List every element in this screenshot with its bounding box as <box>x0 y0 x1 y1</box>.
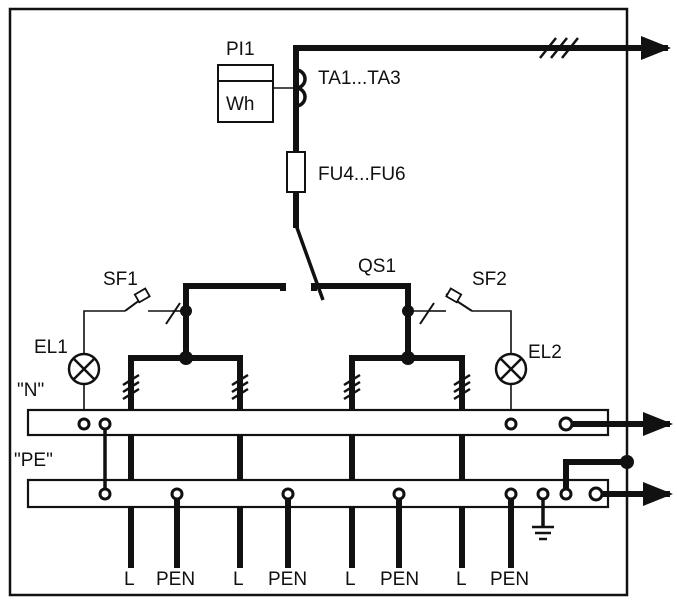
lamp-el2 <box>494 352 528 418</box>
lamp-el2-label: EL2 <box>528 342 562 363</box>
pe-bus-label: "PE" <box>14 450 53 471</box>
lamp-el1-label: EL1 <box>34 337 68 358</box>
energy-meter <box>217 64 274 123</box>
output-1-pen-label: PEN <box>156 569 195 590</box>
output-4-pen-label: PEN <box>490 569 529 590</box>
breaker-sf1-contact <box>124 287 151 312</box>
left-distribution-group <box>83 283 286 568</box>
output-2-pen-label: PEN <box>268 569 307 590</box>
output-1-line-label: L <box>124 569 135 590</box>
three-phase-tick-marks <box>539 37 579 59</box>
output-3-pen-label: PEN <box>380 569 419 590</box>
lamp-el1 <box>67 352 101 418</box>
pen-wires <box>174 491 514 568</box>
meter-label: PI1 <box>226 39 255 60</box>
meter-unit-label: Wh <box>226 94 255 115</box>
fuse-symbol <box>286 151 306 193</box>
fuse-label: FU4...FU6 <box>318 164 406 185</box>
current-transformer-label: TA1...TA3 <box>318 68 401 89</box>
output-4-line-label: L <box>456 569 467 590</box>
incoming-feeder <box>293 36 671 228</box>
terminals <box>77 416 604 502</box>
output-3-line-label: L <box>345 569 356 590</box>
breaker-sf2-label: SF2 <box>472 269 507 290</box>
neutral-bus-label: "N" <box>17 380 44 401</box>
current-transformer-symbol <box>272 68 307 108</box>
switch-label: QS1 <box>358 256 396 277</box>
outgoing-line-tick-marks <box>122 373 471 401</box>
breaker-sf2-contact <box>445 287 473 312</box>
pe-bus-bar <box>26 478 610 509</box>
neutral-bus-bar <box>26 408 610 437</box>
breaker-sf1-label: SF1 <box>103 269 138 290</box>
output-2-line-label: L <box>233 569 244 590</box>
right-distribution-group <box>311 283 512 568</box>
pe-output <box>563 455 673 506</box>
enclosure-frame <box>8 7 629 597</box>
